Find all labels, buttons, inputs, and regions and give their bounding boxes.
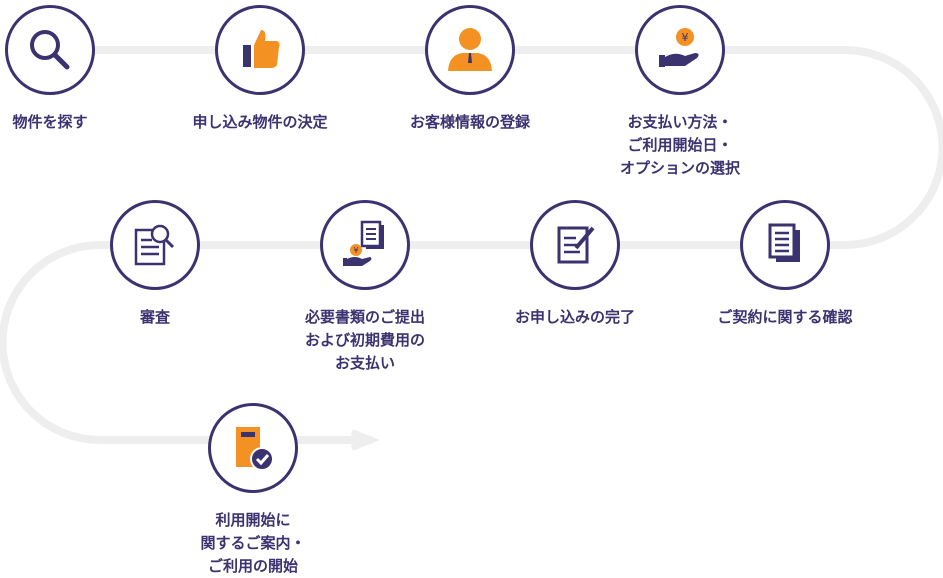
step-contract-confirm: ご契約に関する確認 [685, 200, 885, 329]
step-application-complete: お申し込みの完了 [475, 200, 675, 329]
step-submit-documents: ¥ 必要書類のご提出 および初期費用の お支払い [265, 200, 465, 375]
svg-text:¥: ¥ [682, 31, 689, 44]
step-label: 審査 [139, 308, 170, 326]
step-label: お客様情報の登録 [409, 113, 530, 131]
step-find-property: 物件を探す [0, 5, 150, 134]
door-check-icon [208, 403, 298, 493]
person-icon [425, 5, 515, 95]
step-label: 物件を探す [12, 113, 88, 131]
step-label: 利用開始に 関するご案内・ ご利用の開始 [200, 511, 306, 575]
arrowhead-icon [350, 429, 381, 451]
step-screening: 審査 [55, 200, 255, 329]
step-label: お申し込みの完了 [514, 308, 635, 326]
step-payment-options: ¥ お支払い方法・ ご利用開始日・ オプションの選択 [580, 5, 780, 180]
hand-yen-icon: ¥ [635, 5, 725, 95]
documents-icon [740, 200, 830, 290]
magnifier-icon [5, 5, 95, 95]
step-start-service: 利用開始に 関するご案内・ ご利用の開始 [153, 403, 353, 578]
document-search-icon [110, 200, 200, 290]
step-label: 申し込み物件の決定 [192, 113, 328, 131]
svg-text:¥: ¥ [353, 246, 358, 255]
document-pen-icon [530, 200, 620, 290]
step-label: 必要書類のご提出 および初期費用の お支払い [304, 308, 425, 372]
document-hand-yen-icon: ¥ [320, 200, 410, 290]
step-register-customer: お客様情報の登録 [370, 5, 570, 134]
step-label: お支払い方法・ ご利用開始日・ オプションの選択 [619, 113, 740, 177]
step-label: ご契約に関する確認 [717, 308, 853, 326]
step-decide-property: 申し込み物件の決定 [160, 5, 360, 134]
thumbs-up-icon [215, 5, 305, 95]
